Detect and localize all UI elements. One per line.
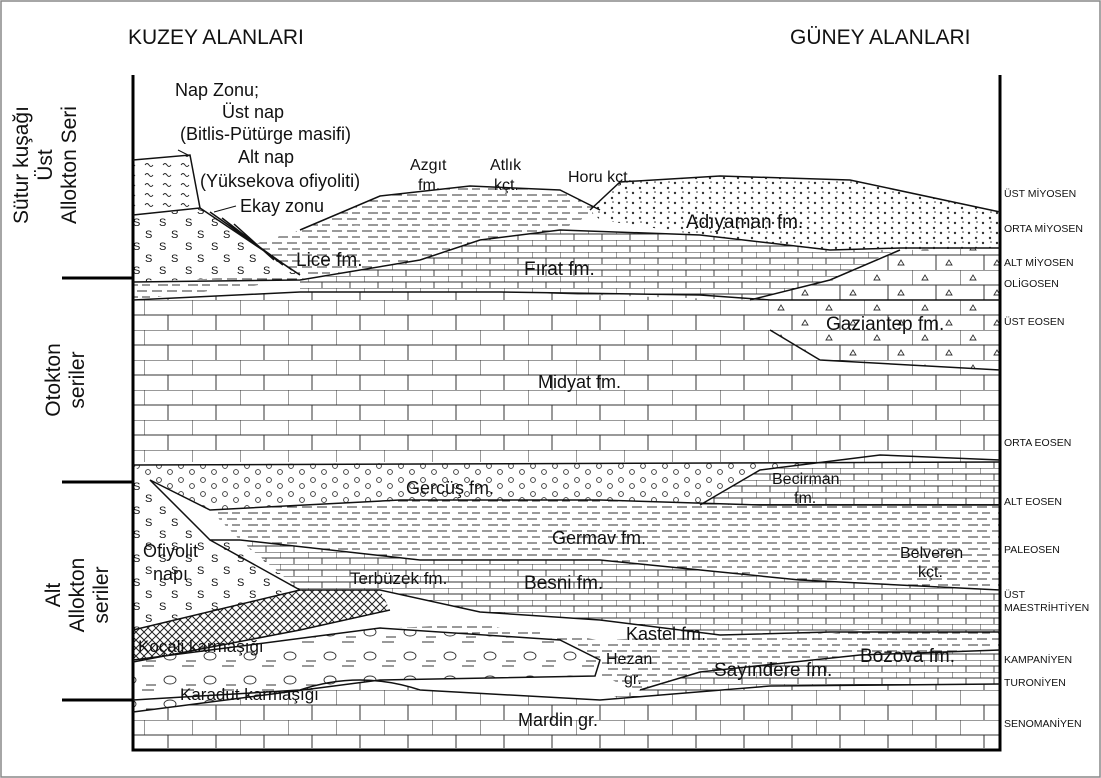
label-germav: Germav fm. xyxy=(552,528,646,548)
label-ekay: Ekay zonu xyxy=(240,196,324,216)
age-label: ORTA EOSEN xyxy=(1004,437,1071,449)
layer-ust-nap xyxy=(133,155,200,215)
age-label: MAESTRİHTİYEN xyxy=(1004,601,1089,614)
label-yuksekova: (Yüksekova ofiyoliti) xyxy=(200,171,360,191)
label-terbuzek: Terbüzek fm. xyxy=(350,569,447,588)
label-hezan-1: Hezan xyxy=(606,651,652,668)
label-ust-nap: Üst nap xyxy=(222,102,284,122)
age-label: ÜST EOSEN xyxy=(1004,316,1065,328)
label-midyat: Midyat fm. xyxy=(538,372,621,392)
age-label: KAMPANİYEN xyxy=(1004,653,1072,666)
series-label-upper-3: Allokton Seri xyxy=(58,106,81,224)
age-label: ÜST xyxy=(1004,589,1026,601)
age-label: ALT EOSEN xyxy=(1004,496,1062,508)
label-azgit-1: Azgıt xyxy=(410,157,447,174)
label-kocali: Koçali karmaşığı xyxy=(138,637,264,656)
series-label-lower-1: Alt xyxy=(42,583,65,608)
label-becirman-2: fm. xyxy=(794,490,816,507)
label-azgit-2: fm. xyxy=(418,177,440,194)
label-belveren-1: Belveren xyxy=(900,545,963,562)
series-label-upper-1: Sütur kuşağı xyxy=(10,106,33,224)
label-atlik-1: Atlık xyxy=(490,157,522,174)
series-label-middle-1: Otokton xyxy=(42,343,65,417)
label-becirman-1: Becirman xyxy=(772,471,840,488)
label-sayindere: Sayındere fm. xyxy=(714,660,832,681)
south-areas-heading: GÜNEY ALANLARI xyxy=(790,26,971,49)
label-ofiyolit-1: Ofiyolit xyxy=(143,541,198,561)
label-adiyaman: Adıyaman fm. xyxy=(686,212,803,233)
label-firat: Fırat fm. xyxy=(524,259,595,280)
label-ofiyolit-2: napı xyxy=(153,564,188,584)
label-nap-zonu: Nap Zonu; xyxy=(175,80,259,100)
age-label: PALEOSEN xyxy=(1004,544,1060,556)
series-label-upper-2: Üst xyxy=(34,149,57,181)
label-belveren-2: kçt. xyxy=(918,564,943,581)
label-atlik-2: kçt. xyxy=(494,177,519,194)
north-areas-heading: KUZEY ALANLARI xyxy=(128,26,304,49)
label-alt-nap: Alt nap xyxy=(238,147,294,167)
label-besni: Besni fm. xyxy=(524,573,603,594)
age-label: ORTA MİYOSEN xyxy=(1004,222,1083,235)
label-kastel: Kastel fm. xyxy=(626,624,706,644)
label-gaziantep: Gaziantep fm. xyxy=(826,314,944,335)
age-label: ÜST MİYOSEN xyxy=(1004,187,1076,200)
label-bozova: Bozova fm. xyxy=(860,646,955,667)
label-gercus: Gercüş fm. xyxy=(406,478,494,498)
age-label: ALT MİYOSEN xyxy=(1004,256,1074,269)
label-horu: Horu kçt. xyxy=(568,169,632,186)
label-bitlis: (Bitlis-Pütürge masifi) xyxy=(180,124,351,144)
series-label-lower-3: seriler xyxy=(90,566,113,623)
label-mardin: Mardin gr. xyxy=(518,710,598,730)
age-label: OLİGOSEN xyxy=(1004,277,1059,290)
age-label: TURONİYEN xyxy=(1004,676,1066,689)
label-hezan-2: gr. xyxy=(624,671,642,688)
series-label-middle-2: seriler xyxy=(66,351,89,408)
age-label: SENOMANİYEN xyxy=(1004,717,1082,730)
label-karadut: Karadut karmaşığı xyxy=(180,685,319,704)
label-lice: Lice fm. xyxy=(296,250,363,271)
series-label-lower-2: Allokton xyxy=(66,558,89,633)
